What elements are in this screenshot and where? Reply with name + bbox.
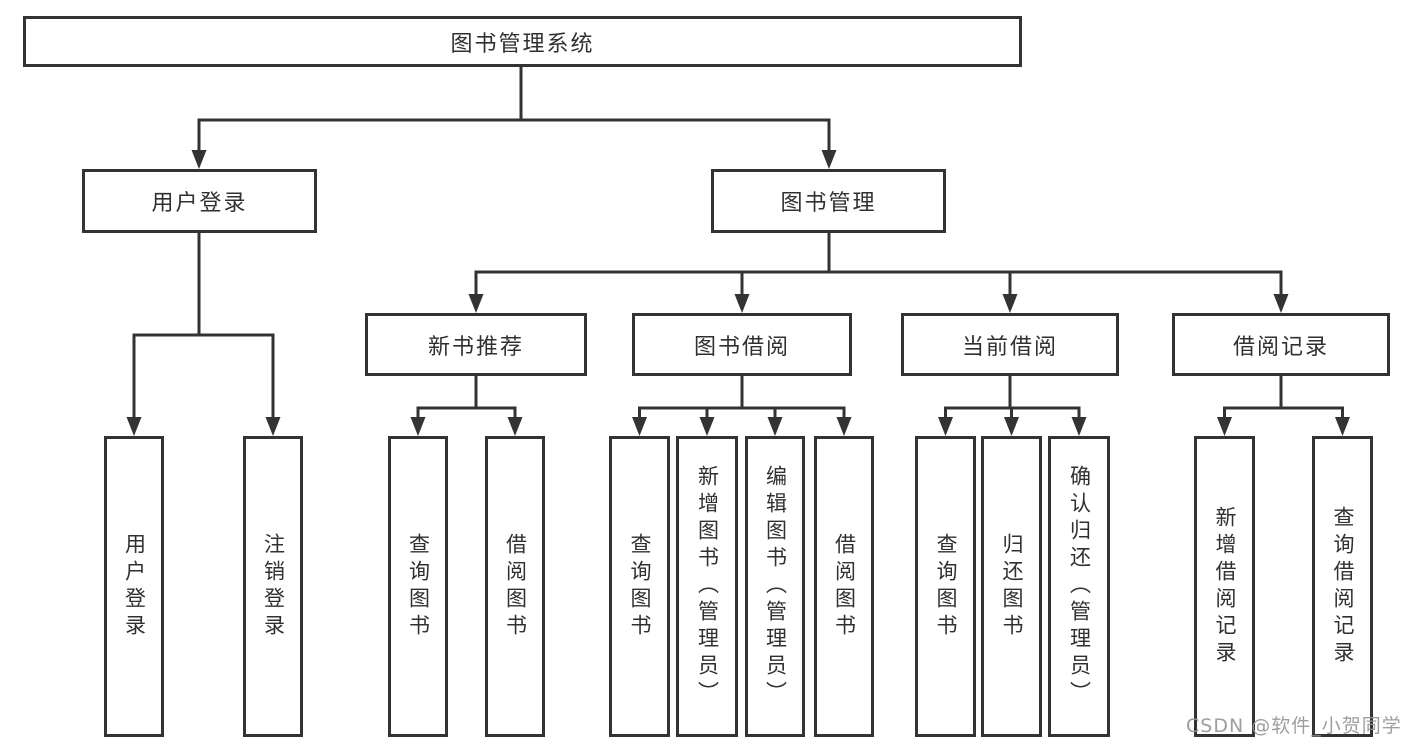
leaf-logout: 注销登录 <box>243 436 303 737</box>
leaf-edit-books-admin: 编辑图书（管理员） <box>745 436 805 737</box>
node-current-borrow: 当前借阅 <box>901 313 1119 376</box>
node-borrow-records: 借阅记录 <box>1172 313 1390 376</box>
connector-root-to-level2 <box>191 67 837 169</box>
node-user-login-label: 用户登录 <box>151 191 248 216</box>
node-book-borrow-label: 图书借阅 <box>693 334 790 360</box>
leaf-user-login: 用户登录 <box>104 436 164 737</box>
node-current-borrow-label: 当前借阅 <box>961 334 1058 360</box>
leaf-query-borrow-record-label: 查询借阅记录 <box>1331 505 1355 668</box>
connector-new-book-to-leaves <box>410 376 523 436</box>
leaf-logout-label: 注销登录 <box>261 532 286 641</box>
connector-current-borrow-to-leaves <box>938 376 1087 436</box>
connector-user-login-to-leaves <box>126 233 281 436</box>
leaf-query-borrow-record: 查询借阅记录 <box>1312 436 1373 737</box>
leaf-add-books-admin-label: 新增图书（管理员） <box>695 465 720 708</box>
leaf-query-books-current-label: 查询图书 <box>934 532 958 641</box>
leaf-borrow-books-recommend-label: 借阅图书 <box>503 532 528 641</box>
csdn-watermark: CSDN @软件_小贺同学 <box>1186 715 1402 737</box>
leaf-query-books-current: 查询图书 <box>915 436 976 737</box>
leaf-return-books: 归还图书 <box>981 436 1042 737</box>
node-root: 图书管理系统 <box>23 16 1022 67</box>
leaf-add-borrow-record: 新增借阅记录 <box>1194 436 1255 737</box>
leaf-edit-books-admin-label: 编辑图书（管理员） <box>763 465 788 708</box>
leaf-query-books-recommend: 查询图书 <box>388 436 448 737</box>
leaf-query-books-borrow-label: 查询图书 <box>628 532 652 641</box>
leaf-borrow-books-recommend: 借阅图书 <box>485 436 545 737</box>
node-borrow-records-label: 借阅记录 <box>1232 334 1329 360</box>
node-user-login: 用户登录 <box>82 169 317 233</box>
node-book-management: 图书管理 <box>711 169 946 233</box>
leaf-query-books-borrow: 查询图书 <box>609 436 670 737</box>
node-book-borrow: 图书借阅 <box>632 313 852 376</box>
connector-borrow-records-to-leaves <box>1217 376 1350 436</box>
node-root-label: 图书管理系统 <box>450 31 595 57</box>
leaf-borrow-books: 借阅图书 <box>814 436 874 737</box>
leaf-confirm-return-admin: 确认归还（管理员） <box>1048 436 1110 737</box>
node-book-management-label: 图书管理 <box>780 191 877 216</box>
leaf-confirm-return-admin-label: 确认归还（管理员） <box>1067 465 1092 708</box>
leaf-return-books-label: 归还图书 <box>1000 532 1024 641</box>
leaf-add-books-admin: 新增图书（管理员） <box>676 436 738 737</box>
connector-book-management-to-level3 <box>468 233 1289 313</box>
leaf-query-books-recommend-label: 查询图书 <box>406 532 431 641</box>
connector-book-borrow-to-leaves <box>632 376 852 436</box>
leaf-borrow-books-label: 借阅图书 <box>832 532 857 641</box>
node-new-book-recommend-label: 新书推荐 <box>427 334 524 360</box>
leaf-add-borrow-record-label: 新增借阅记录 <box>1213 505 1237 668</box>
leaf-user-login-label: 用户登录 <box>122 532 147 641</box>
node-new-book-recommend: 新书推荐 <box>365 313 587 376</box>
